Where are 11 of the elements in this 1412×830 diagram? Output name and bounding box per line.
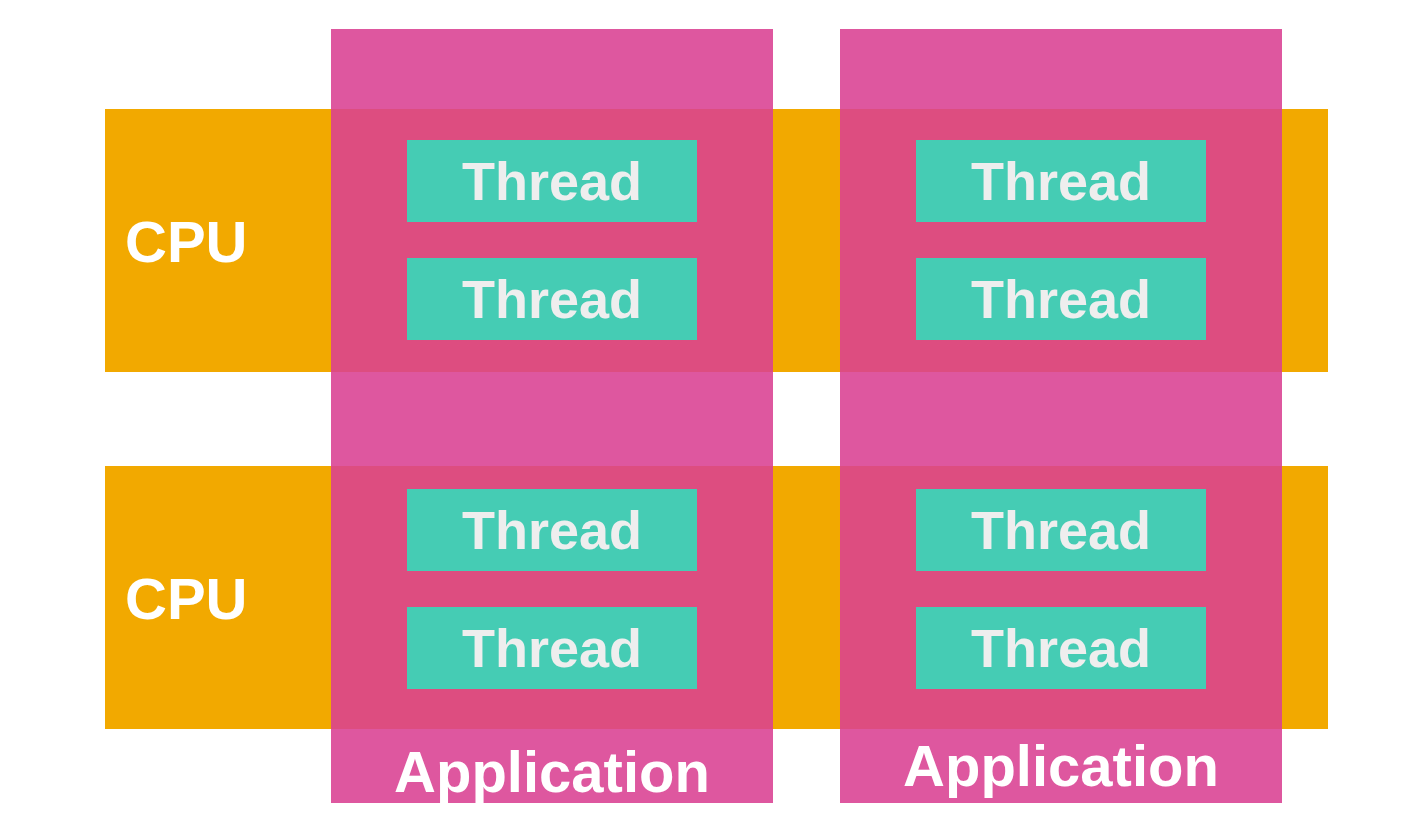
thread-block: Thread [916, 607, 1206, 689]
thread-block: Thread [407, 258, 697, 340]
cpu-label: CPU [125, 213, 248, 271]
thread-block: Thread [916, 258, 1206, 340]
application-label: Application [394, 743, 710, 801]
thread-block: Thread [407, 489, 697, 571]
thread-block: Thread [916, 140, 1206, 222]
thread-block: Thread [407, 140, 697, 222]
thread-block: Thread [407, 607, 697, 689]
thread-block: Thread [916, 489, 1206, 571]
cpu-label: CPU [125, 570, 248, 628]
